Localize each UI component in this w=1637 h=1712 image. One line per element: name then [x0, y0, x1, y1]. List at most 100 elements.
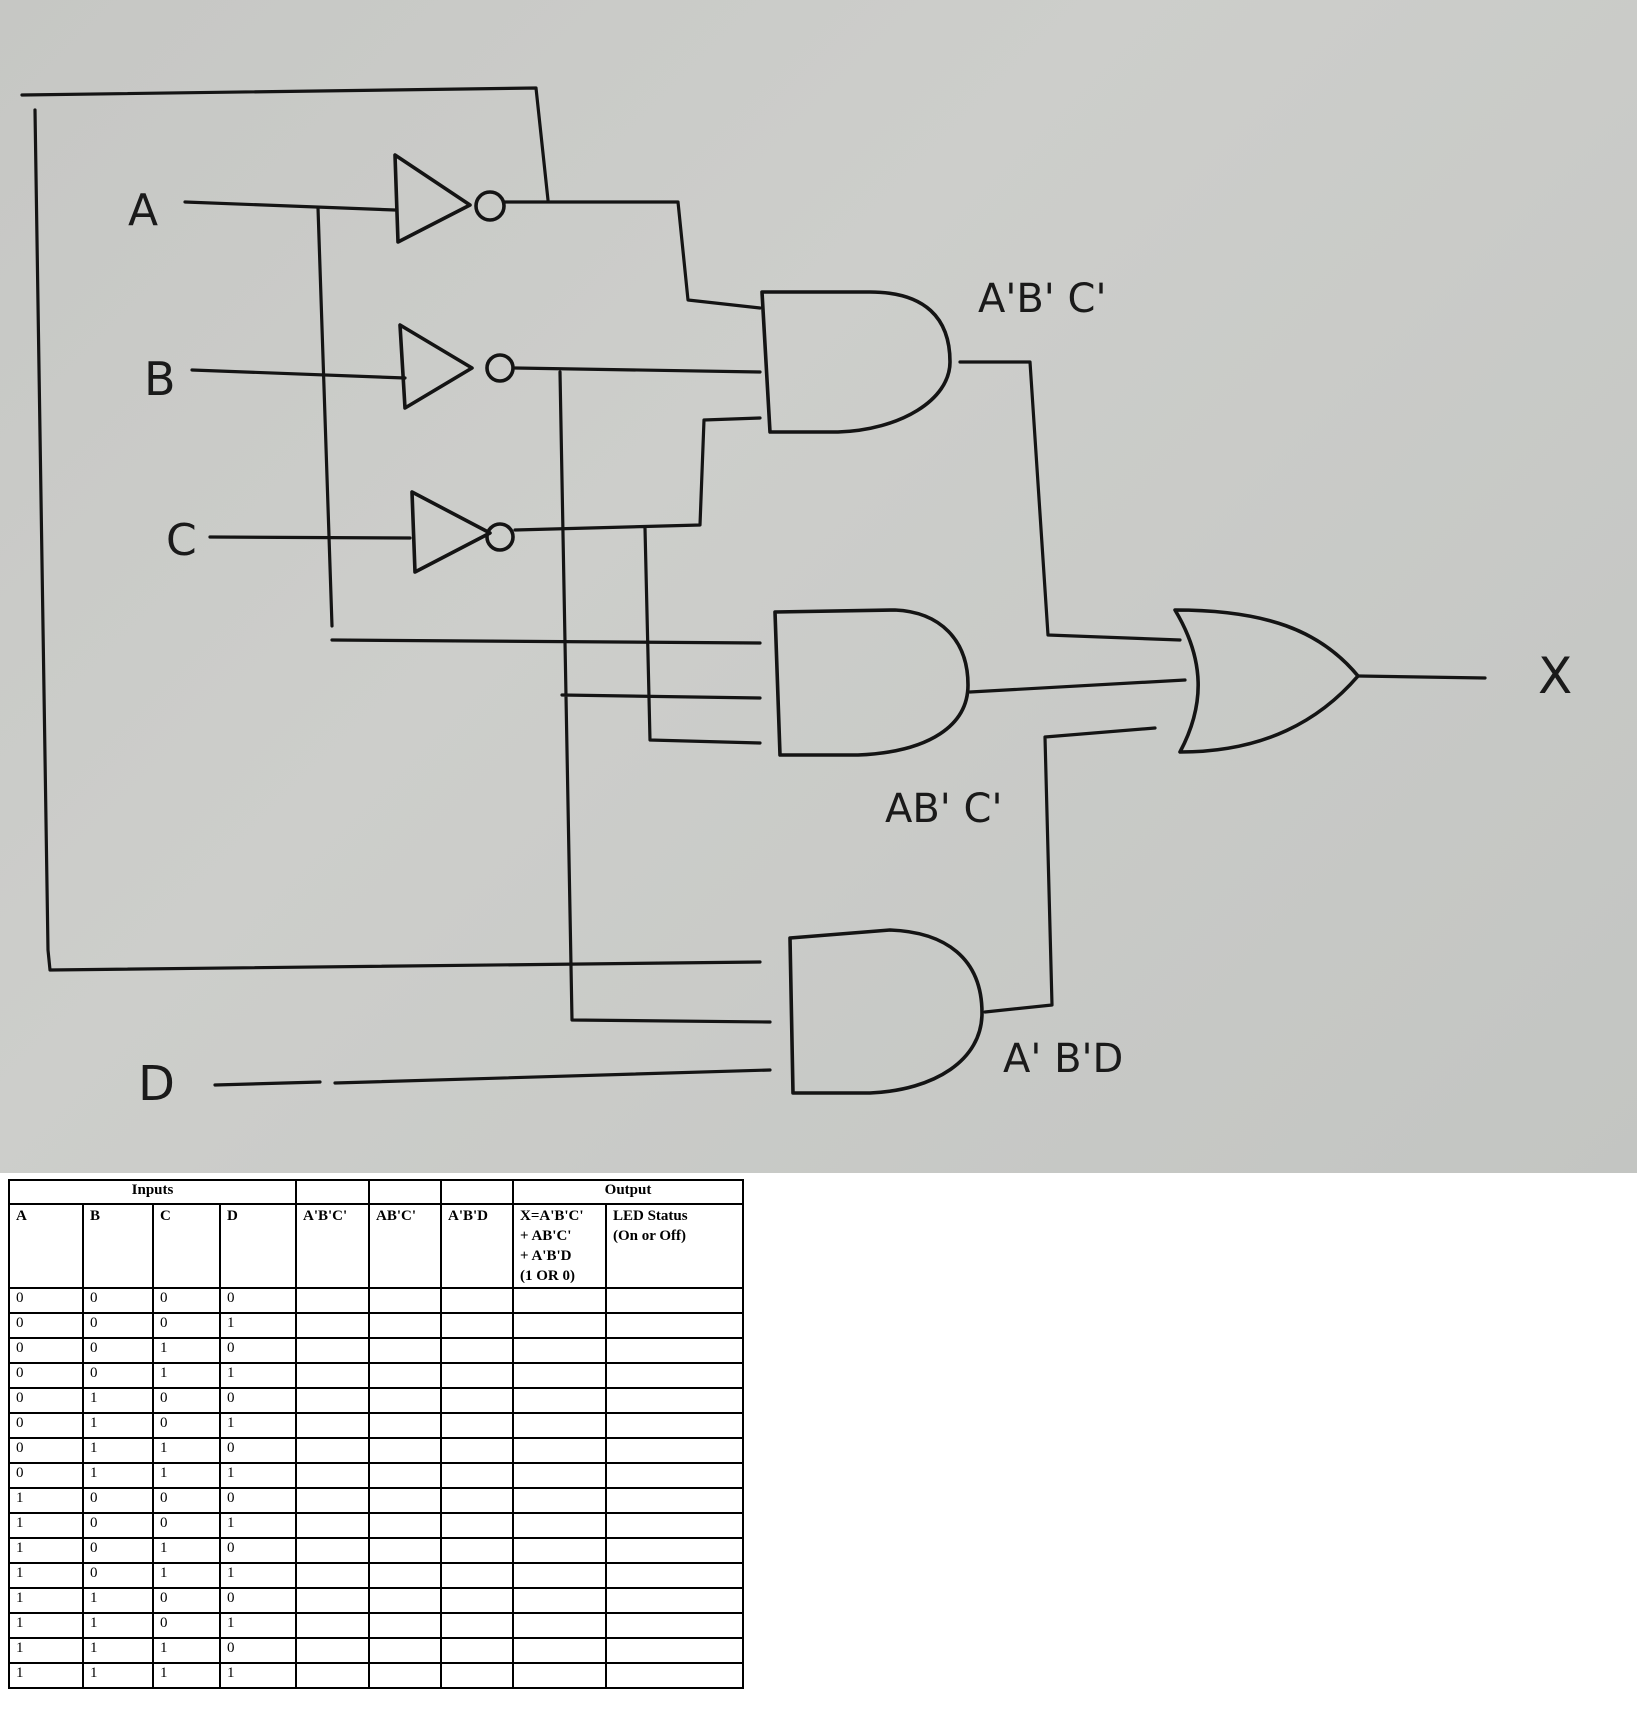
answer-cell[interactable]	[512, 1562, 607, 1589]
answer-cell[interactable]	[512, 1637, 607, 1664]
answer-cell[interactable]	[440, 1662, 514, 1689]
answer-cell[interactable]	[368, 1562, 442, 1589]
and-gate-1	[760, 290, 952, 434]
answer-cell[interactable]	[605, 1662, 744, 1689]
answer-cell[interactable]	[605, 1537, 744, 1564]
answer-cell[interactable]	[295, 1637, 370, 1664]
answer-cell[interactable]	[368, 1462, 442, 1489]
answer-cell[interactable]	[368, 1337, 442, 1364]
answer-cell[interactable]	[512, 1487, 607, 1514]
answer-cell[interactable]	[440, 1512, 514, 1539]
answer-cell[interactable]	[440, 1337, 514, 1364]
answer-cell[interactable]	[295, 1537, 370, 1564]
answer-cell[interactable]	[605, 1287, 744, 1314]
answer-cell[interactable]	[512, 1537, 607, 1564]
answer-cell[interactable]	[512, 1337, 607, 1364]
answer-cell[interactable]	[512, 1462, 607, 1489]
answer-cell[interactable]	[605, 1312, 744, 1339]
answer-cell[interactable]	[605, 1437, 744, 1464]
answer-cell[interactable]	[440, 1412, 514, 1439]
answer-cell[interactable]	[440, 1612, 514, 1639]
input-cell: 1	[82, 1587, 154, 1614]
answer-cell[interactable]	[512, 1362, 607, 1389]
answer-cell[interactable]	[295, 1512, 370, 1539]
answer-cell[interactable]	[440, 1637, 514, 1664]
answer-cell[interactable]	[512, 1312, 607, 1339]
answer-cell[interactable]	[605, 1612, 744, 1639]
answer-cell[interactable]	[295, 1662, 370, 1689]
answer-cell[interactable]	[440, 1387, 514, 1414]
answer-cell[interactable]	[605, 1512, 744, 1539]
col-header-b: B	[82, 1203, 154, 1289]
answer-cell[interactable]	[605, 1337, 744, 1364]
answer-cell[interactable]	[440, 1462, 514, 1489]
output-group-header: Output	[512, 1179, 744, 1205]
answer-cell[interactable]	[368, 1587, 442, 1614]
answer-cell[interactable]	[295, 1387, 370, 1414]
col-header-abd: A'B'D	[440, 1203, 514, 1289]
answer-cell[interactable]	[440, 1437, 514, 1464]
not-gate-a-bubble	[474, 190, 506, 222]
answer-cell[interactable]	[295, 1587, 370, 1614]
answer-cell[interactable]	[368, 1487, 442, 1514]
inputs-group-header: Inputs	[8, 1179, 297, 1205]
answer-cell[interactable]	[368, 1287, 442, 1314]
answer-cell[interactable]	[512, 1437, 607, 1464]
label-and2: AB' C'	[885, 786, 1002, 832]
input-cell: 1	[82, 1387, 154, 1414]
answer-cell[interactable]	[368, 1437, 442, 1464]
answer-cell[interactable]	[440, 1487, 514, 1514]
answer-cell[interactable]	[368, 1537, 442, 1564]
answer-cell[interactable]	[512, 1412, 607, 1439]
input-cell: 1	[8, 1487, 84, 1514]
answer-cell[interactable]	[605, 1412, 744, 1439]
input-cell: 1	[152, 1662, 221, 1689]
answer-cell[interactable]	[512, 1512, 607, 1539]
answer-cell[interactable]	[295, 1462, 370, 1489]
input-cell: 0	[219, 1437, 297, 1464]
answer-cell[interactable]	[440, 1362, 514, 1389]
answer-cell[interactable]	[295, 1337, 370, 1364]
answer-cell[interactable]	[512, 1287, 607, 1314]
answer-cell[interactable]	[605, 1487, 744, 1514]
answer-cell[interactable]	[368, 1512, 442, 1539]
answer-cell[interactable]	[368, 1662, 442, 1689]
input-cell: 1	[219, 1462, 297, 1489]
answer-cell[interactable]	[605, 1462, 744, 1489]
input-cell: 0	[82, 1362, 154, 1389]
answer-cell[interactable]	[605, 1637, 744, 1664]
answer-cell[interactable]	[512, 1612, 607, 1639]
answer-cell[interactable]	[295, 1487, 370, 1514]
answer-cell[interactable]	[295, 1612, 370, 1639]
input-cell: 1	[8, 1587, 84, 1614]
answer-cell[interactable]	[295, 1562, 370, 1589]
answer-cell[interactable]	[605, 1387, 744, 1414]
answer-cell[interactable]	[440, 1312, 514, 1339]
answer-cell[interactable]	[368, 1362, 442, 1389]
answer-cell[interactable]	[440, 1287, 514, 1314]
answer-cell[interactable]	[368, 1412, 442, 1439]
answer-cell[interactable]	[440, 1537, 514, 1564]
answer-cell[interactable]	[368, 1387, 442, 1414]
answer-cell[interactable]	[295, 1437, 370, 1464]
answer-cell[interactable]	[295, 1412, 370, 1439]
answer-cell[interactable]	[605, 1587, 744, 1614]
answer-cell[interactable]	[368, 1637, 442, 1664]
answer-cell[interactable]	[605, 1562, 744, 1589]
answer-cell[interactable]	[295, 1362, 370, 1389]
answer-cell[interactable]	[512, 1587, 607, 1614]
answer-cell[interactable]	[368, 1612, 442, 1639]
answer-cell[interactable]	[295, 1287, 370, 1314]
answer-cell[interactable]	[295, 1312, 370, 1339]
answer-cell[interactable]	[440, 1587, 514, 1614]
answer-cell[interactable]	[605, 1362, 744, 1389]
answer-cell[interactable]	[512, 1387, 607, 1414]
answer-cell[interactable]	[368, 1312, 442, 1339]
answer-cell[interactable]	[440, 1562, 514, 1589]
answer-cell[interactable]	[512, 1662, 607, 1689]
wire-a	[183, 200, 397, 212]
